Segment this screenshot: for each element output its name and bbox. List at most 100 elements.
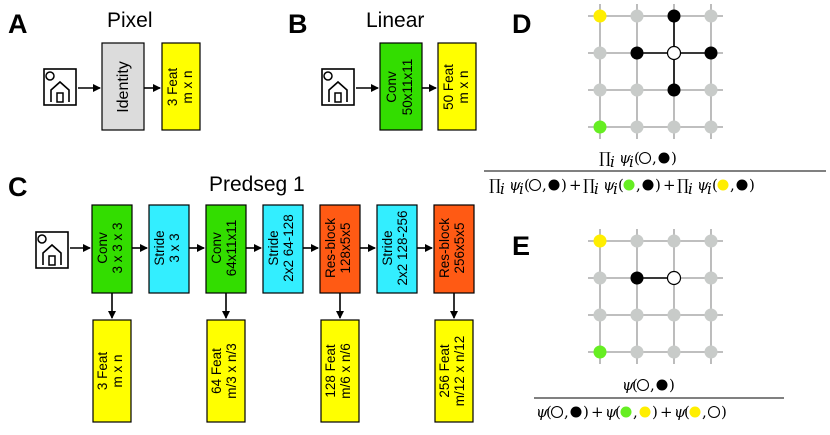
index: i [613,180,618,198]
node-gray [704,234,718,248]
stride-label: Stride [152,230,167,265]
product-symbol: ∏ [583,176,595,194]
symbol-node [528,178,542,192]
conv-params: 3 x 3 x 3 [110,222,125,273]
panel-a: A Pixel Identity 3 Feat m x n [8,9,201,131]
node-gray [593,271,607,285]
symbol-node [707,405,721,419]
plus-sign: + [663,176,676,194]
symbol-node [656,379,668,391]
node-black [630,271,644,285]
feature-size: m/12 x n/12 [452,336,467,407]
index: i [500,180,505,198]
panel-letter: A [8,9,28,39]
node-gray [704,345,718,359]
index: i [594,180,599,198]
node-gray [630,234,644,248]
feature-box [161,42,201,131]
feature-label: 3 Feat [165,68,180,107]
paren: ( [684,403,690,421]
comma: , [652,149,657,167]
conv-label: Conv [95,232,110,264]
node-green [593,120,607,134]
node-white [666,270,682,286]
graph-grid [588,229,723,364]
stride-box [262,204,304,294]
comma: , [650,376,655,394]
comma: , [564,403,569,421]
paren: ) [669,376,675,394]
panel-letter: C [8,172,28,202]
feature-size: m x n [456,70,471,103]
paren: ) [583,403,589,421]
psi-symbol: ψ [619,149,631,167]
paren: ( [634,149,640,167]
product-symbol: ∏ [599,149,611,167]
symbol-node [548,179,560,191]
index: i [688,180,693,198]
paren: ) [561,176,567,194]
node-black [667,83,681,97]
paren: ( [546,403,552,421]
psi-symbol: ψ [605,403,617,421]
conv-label: Conv [384,71,399,103]
psi-symbol: ψ [622,376,634,394]
stride-box [376,204,418,294]
feature-box [206,319,246,423]
node-black [667,9,681,23]
equation: ψ(,)ψ(,)+ψ(,)+ψ(,) [534,376,784,421]
feature-box [320,319,360,423]
plus-sign: + [660,403,673,421]
symbol-node [620,406,632,418]
node-black [704,46,718,60]
stride-params: 2x2 64-128 [281,214,296,282]
resblock-label: Res-block [437,218,452,278]
plus-sign: + [591,403,604,421]
paren: ( [615,403,621,421]
index: i [707,180,712,198]
node-gray [593,83,607,97]
node-gray [667,345,681,359]
panel-letter: E [512,231,530,261]
symbol-node [639,406,651,418]
node-gray [667,120,681,134]
node-yellow [593,234,607,248]
psi-symbol: ψ [603,176,615,194]
product-symbol: ∏ [677,176,689,194]
symbol-node [658,152,670,164]
paren: ) [652,403,658,421]
conv-box [379,42,423,131]
panel-letter: D [512,9,532,39]
panel-title: Predseg 1 [209,173,305,196]
symbol-node [638,151,652,165]
feature-box [437,42,477,131]
paren: ( [712,176,718,194]
symbol-node [570,406,582,418]
panel-title: Pixel [107,9,153,32]
stride-box [148,204,190,294]
symbol-node [636,378,650,392]
panel-b: B Linear Conv 50x11x11 50 Feat m x n [288,9,477,131]
node-gray [630,120,644,134]
paren: ( [524,176,530,194]
feature-label: 128 Feat [323,344,338,398]
stride-label: Stride [266,230,281,265]
conv-params: 64x11x11 [224,220,239,277]
symbol-node [736,179,748,191]
conv-box [205,204,247,294]
image-icon [35,231,69,269]
index: i [610,153,615,171]
node-gray [667,308,681,322]
feature-label: 64 Feat [209,348,224,394]
symbol-node [689,406,701,418]
node-gray [630,9,644,23]
node-gray [630,83,644,97]
node-green [593,345,607,359]
paren: ) [671,149,677,167]
resblock-params: 128x5x5 [338,222,353,273]
resblock-params: 256x5x5 [452,222,467,273]
paren: ) [721,403,727,421]
